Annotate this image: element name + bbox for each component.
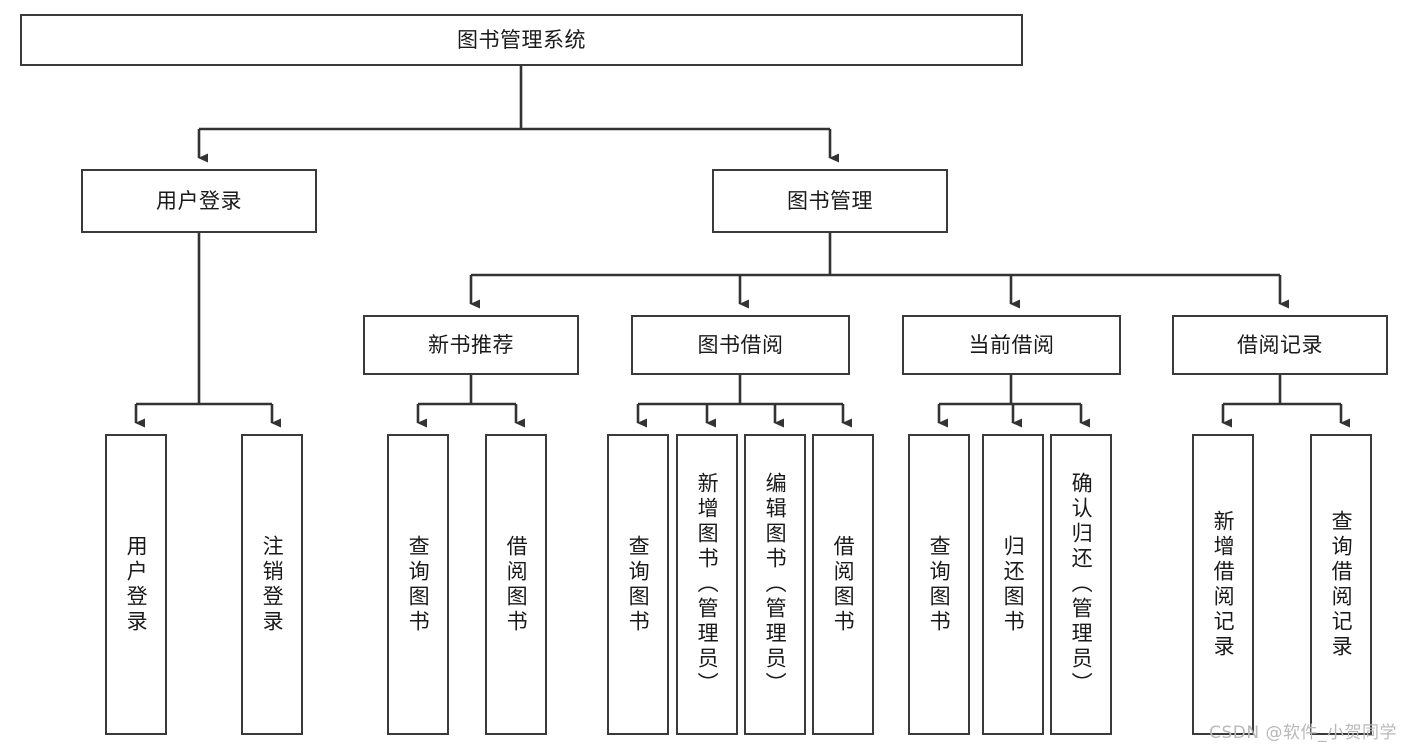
node-label: 当前借阅: [968, 332, 1055, 357]
level3-node[interactable]: 当前借阅: [902, 315, 1121, 375]
node-label: 编辑图书（管理员）: [763, 472, 788, 697]
leaf vertical-node[interactable]: 查询图书: [387, 434, 449, 735]
node-label: 借阅图书: [504, 534, 529, 635]
node-label: 用户登录: [124, 534, 149, 635]
node-label: 新增借阅记录: [1211, 509, 1236, 660]
leaf vertical-node[interactable]: 查询图书: [908, 434, 970, 735]
leaf vertical-node[interactable]: 用户登录: [105, 434, 167, 735]
node-label: 查询借阅记录: [1329, 509, 1354, 660]
node-label: 借阅图书: [831, 534, 856, 635]
leaf vertical-node[interactable]: 查询借阅记录: [1310, 434, 1372, 735]
node-label: 新书推荐: [428, 332, 514, 357]
level3-node[interactable]: 借阅记录: [1172, 315, 1388, 375]
leaf vertical-node[interactable]: 查询图书: [607, 434, 669, 735]
level2-node[interactable]: 图书管理: [712, 169, 948, 233]
leaf vertical-node[interactable]: 归还图书: [982, 434, 1044, 735]
leaf vertical-node[interactable]: 新增图书（管理员）: [676, 434, 738, 735]
node-label: 查询图书: [927, 534, 952, 635]
node-label: 新增图书（管理员）: [695, 472, 720, 697]
leaf vertical-node[interactable]: 编辑图书（管理员）: [744, 434, 806, 735]
leaf vertical-node[interactable]: 确认归还（管理员）: [1050, 434, 1112, 735]
leaf vertical-node[interactable]: 新增借阅记录: [1192, 434, 1254, 735]
node-label: 查询图书: [626, 534, 651, 635]
node-label: 用户登录: [156, 188, 242, 213]
leaf vertical-node[interactable]: 借阅图书: [812, 434, 874, 735]
level2-node[interactable]: 用户登录: [81, 169, 317, 233]
leaf vertical-node[interactable]: 注销登录: [241, 434, 303, 735]
level3-node[interactable]: 图书借阅: [631, 315, 850, 375]
node-label: 确认归还（管理员）: [1069, 472, 1094, 697]
node-label: 借阅记录: [1237, 332, 1323, 357]
watermark-text: CSDN @软件_小贺同学: [1209, 723, 1397, 743]
node-label: 图书借阅: [697, 332, 784, 357]
leaf vertical-node[interactable]: 借阅图书: [485, 434, 547, 735]
node-label: 图书管理: [787, 188, 873, 213]
node-label: 归还图书: [1001, 534, 1026, 635]
node-label: 图书管理系统: [457, 27, 586, 52]
root-node[interactable]: 图书管理系统: [20, 14, 1023, 66]
node-label: 查询图书: [406, 534, 431, 635]
level3-node[interactable]: 新书推荐: [363, 315, 579, 375]
node-label: 注销登录: [260, 534, 285, 635]
